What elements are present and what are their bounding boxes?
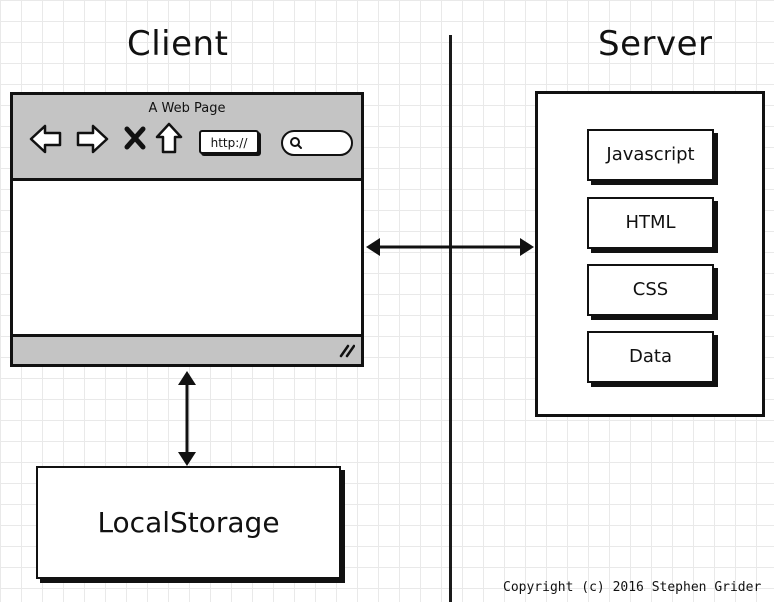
browser-storage-arrow <box>178 371 196 466</box>
back-arrow-icon <box>29 124 62 154</box>
home-icon <box>155 122 183 154</box>
browser-toolbar: A Web Page http:// <box>13 95 361 181</box>
copyright-notice: Copyright (c) 2016 Stephen Grider <box>503 580 762 595</box>
resize-grip-icon <box>339 344 355 358</box>
browser-status-bar <box>13 334 361 364</box>
search-icon <box>290 137 302 149</box>
server-item-data: Data <box>587 331 714 383</box>
client-heading: Client <box>127 24 229 64</box>
localstorage-box: LocalStorage <box>36 466 341 579</box>
url-field: http:// <box>199 130 259 154</box>
server-item-javascript: Javascript <box>587 129 714 181</box>
browser-window: A Web Page http:// <box>10 92 364 367</box>
search-field <box>281 130 353 156</box>
client-server-arrow <box>366 238 534 256</box>
server-box: Javascript HTML CSS Data <box>535 91 765 417</box>
client-server-divider <box>449 35 452 602</box>
browser-content-area <box>13 181 361 339</box>
browser-page-title: A Web Page <box>148 101 226 116</box>
server-item-html: HTML <box>587 197 714 249</box>
close-x-icon <box>124 126 146 150</box>
forward-arrow-icon <box>76 124 109 154</box>
server-item-css: CSS <box>587 264 714 316</box>
server-heading: Server <box>598 24 713 64</box>
